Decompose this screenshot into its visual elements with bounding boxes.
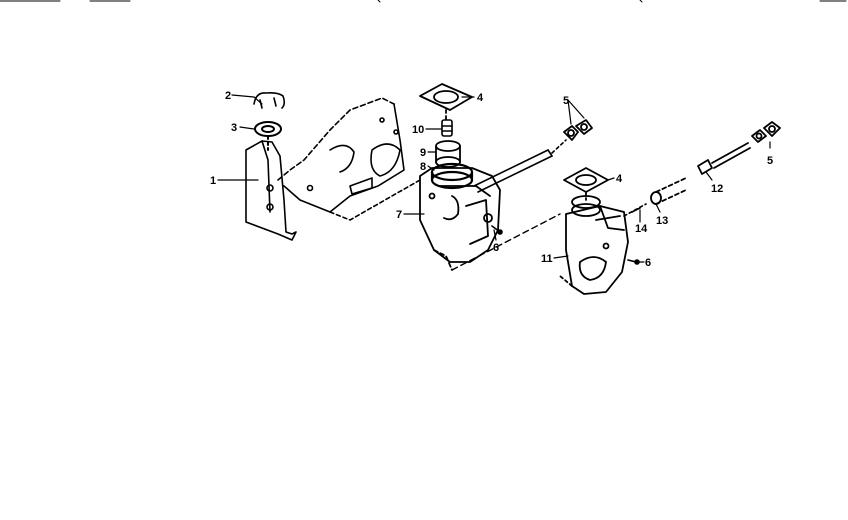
upper-fittings bbox=[563, 119, 593, 141]
callouts: 1 2 3 4 5 10 9 8 7 6 4 12 5 13 14 11 6 bbox=[210, 90, 773, 269]
callout-2: 2 bbox=[225, 90, 231, 102]
upper-gasket bbox=[419, 83, 473, 123]
assembly-center-line bbox=[451, 213, 561, 271]
seal-ring bbox=[254, 121, 282, 151]
callout-14: 14 bbox=[635, 223, 648, 235]
callout-12: 12 bbox=[711, 183, 723, 195]
callout-1: 1 bbox=[210, 175, 216, 187]
scan-edge-marks bbox=[0, 0, 847, 3]
coupling bbox=[650, 177, 687, 205]
pin bbox=[623, 203, 647, 217]
shaft-collar bbox=[435, 140, 461, 168]
center-gear-case bbox=[419, 167, 501, 271]
callout-11: 11 bbox=[541, 253, 553, 265]
left-housing-cover bbox=[245, 97, 421, 241]
right-gear-case bbox=[559, 195, 629, 295]
center-screw bbox=[491, 225, 503, 235]
right-fittings bbox=[751, 121, 781, 143]
callout-6: 6 bbox=[493, 242, 499, 254]
callout-4: 4 bbox=[477, 92, 484, 104]
callout-8: 8 bbox=[420, 161, 426, 173]
small-plug bbox=[441, 119, 453, 137]
callout-7: 7 bbox=[396, 209, 402, 221]
callout-9: 9 bbox=[420, 147, 426, 159]
callout-10: 10 bbox=[412, 124, 424, 136]
callout-4b: 4 bbox=[616, 173, 623, 185]
callout-3: 3 bbox=[231, 122, 237, 134]
callout-5: 5 bbox=[563, 95, 569, 107]
spring-clip bbox=[253, 92, 286, 109]
center-drive-shaft bbox=[473, 139, 567, 193]
drive-shaft bbox=[697, 142, 751, 175]
callout-6b: 6 bbox=[645, 257, 651, 269]
callout-13: 13 bbox=[656, 215, 668, 227]
callout-5b: 5 bbox=[767, 155, 773, 167]
bearing bbox=[430, 162, 474, 190]
leader-lines bbox=[217, 94, 771, 263]
